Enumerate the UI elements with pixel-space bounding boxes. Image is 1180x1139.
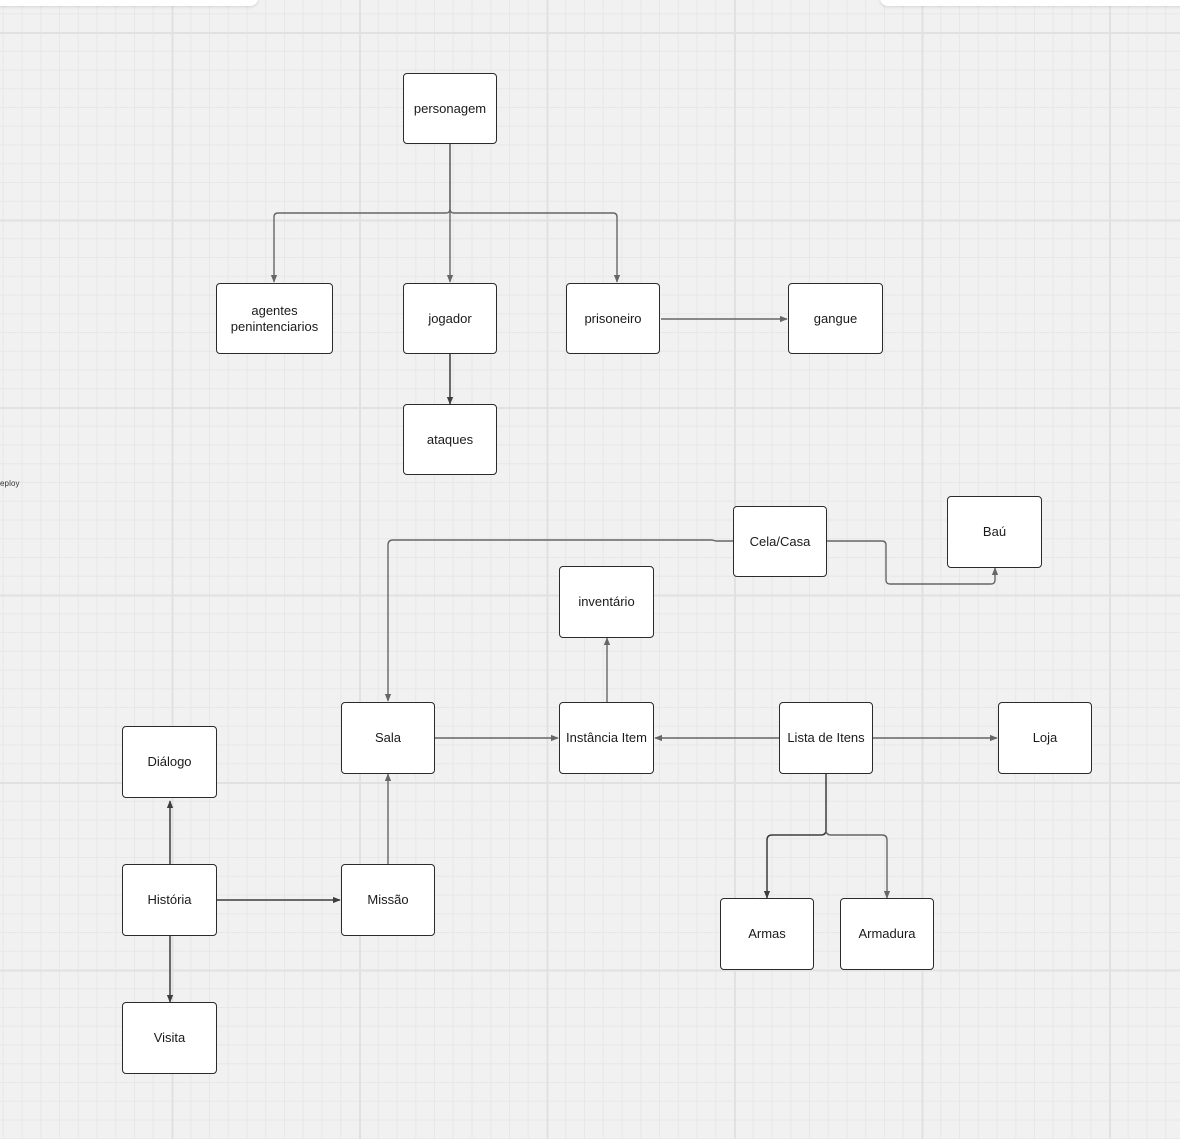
- node-visita[interactable]: Visita: [122, 1002, 217, 1074]
- node-label: agentes penintenciarios: [230, 302, 319, 334]
- node-label: gangue: [813, 310, 858, 326]
- node-sala[interactable]: Sala: [341, 702, 435, 774]
- node-label: Armas: [748, 926, 786, 941]
- edge-cela-to-sala: [384, 539, 733, 702]
- node-label: Loja: [1032, 730, 1058, 745]
- edge-lista-to-armas: [763, 773, 827, 899]
- node-label: Armadura: [858, 926, 916, 941]
- node-dialogo[interactable]: Diálogo: [122, 726, 217, 798]
- node-missao[interactable]: Missão: [341, 864, 435, 936]
- node-gangue[interactable]: gangue: [788, 283, 883, 354]
- node-agentes-penintenciarios[interactable]: agentes penintenciarios: [216, 283, 333, 354]
- node-jogador[interactable]: jogador: [403, 283, 497, 354]
- node-inventario[interactable]: inventário: [559, 566, 654, 638]
- node-label: prisoneiro: [584, 310, 642, 326]
- node-label: Instância Item: [566, 730, 647, 745]
- node-loja[interactable]: Loja: [998, 702, 1092, 774]
- node-label: Sala: [374, 730, 402, 745]
- node-instancia-item[interactable]: Instância Item: [559, 702, 654, 774]
- offscreen-label-fragment: eploy: [0, 479, 20, 488]
- node-label: jogador: [428, 310, 472, 326]
- edge-personagem-to-agentes: [270, 144, 451, 283]
- node-armas[interactable]: Armas: [720, 898, 814, 970]
- edge-cela-to-bau: [827, 540, 999, 585]
- node-label: ataques: [426, 431, 474, 447]
- node-label: Baú: [982, 524, 1007, 539]
- node-label: Visita: [153, 1030, 186, 1045]
- node-label: Diálogo: [147, 754, 192, 769]
- node-label: História: [147, 892, 192, 907]
- node-label: Missão: [367, 892, 409, 907]
- top-left-toolbar-panel[interactable]: [0, 0, 258, 6]
- edge-lista-to-armadura: [825, 829, 891, 899]
- node-personagem[interactable]: personagem: [403, 73, 497, 144]
- node-label: inventário: [578, 594, 635, 609]
- node-cela-casa[interactable]: Cela/Casa: [733, 506, 827, 577]
- node-historia[interactable]: História: [122, 864, 217, 936]
- node-ataques[interactable]: ataques: [403, 404, 497, 475]
- node-lista-de-itens[interactable]: Lista de Itens: [779, 702, 873, 774]
- node-label: Cela/Casa: [749, 533, 811, 549]
- node-bau[interactable]: Baú: [947, 496, 1042, 568]
- top-right-toolbar-panel[interactable]: [880, 0, 1180, 6]
- node-label: Lista de Itens: [787, 730, 865, 745]
- node-label: personagem: [413, 100, 487, 116]
- node-armadura[interactable]: Armadura: [840, 898, 934, 970]
- node-prisoneiro[interactable]: prisoneiro: [566, 283, 660, 354]
- edge-personagem-to-prisoneiro: [449, 208, 621, 283]
